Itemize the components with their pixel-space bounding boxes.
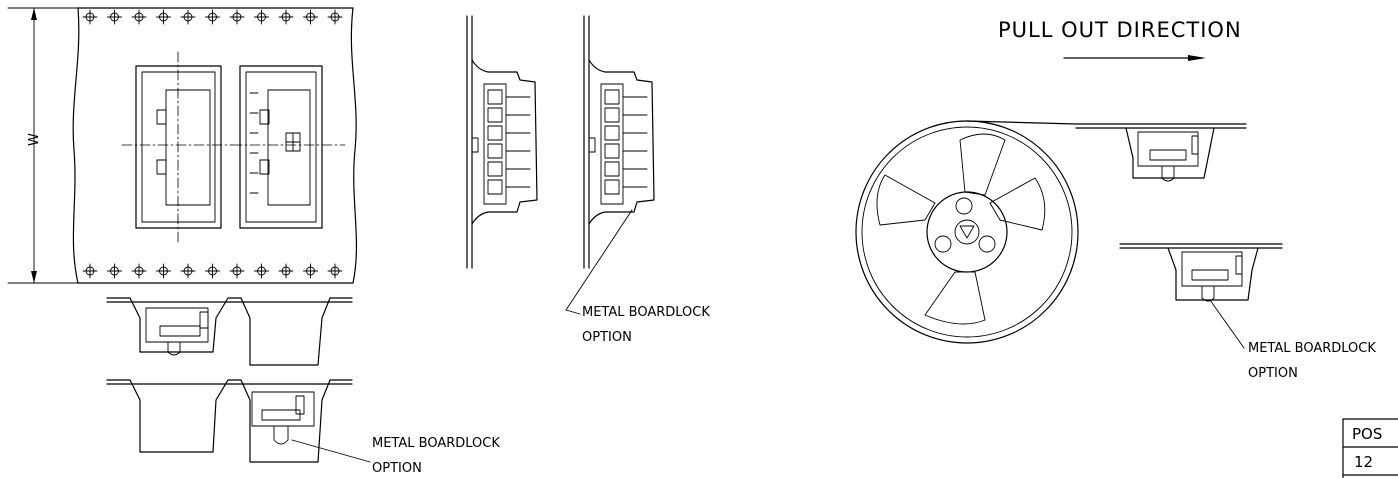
reel-tape-section-2 bbox=[1119, 243, 1283, 349]
boardlock-label-3-line1: METAL BOARDLOCK bbox=[1248, 341, 1376, 356]
reel-tape-section-1 bbox=[1075, 123, 1247, 182]
sprocket-hole bbox=[278, 9, 294, 25]
sprocket-hole bbox=[229, 263, 245, 279]
sprocket-hole bbox=[180, 9, 196, 25]
boardlock-label-2-line2: OPTION bbox=[582, 330, 632, 345]
boardlock-label-1-line2: OPTION bbox=[372, 461, 422, 476]
sprocket-hole bbox=[131, 263, 147, 279]
connector-side-view-1 bbox=[466, 15, 538, 269]
carrier-tape-side-section-1 bbox=[106, 297, 353, 366]
pos-table: POS 12 bbox=[1342, 418, 1398, 478]
sprocket-hole bbox=[303, 263, 318, 279]
sprocket-hole bbox=[107, 263, 122, 279]
carrier-tape-plan-view: W bbox=[7, 7, 358, 284]
sprocket-hole bbox=[303, 9, 318, 25]
sprocket-hole bbox=[229, 9, 245, 25]
sprocket-hole bbox=[254, 9, 269, 25]
sprocket-hole bbox=[254, 263, 269, 279]
dimension-w-label: W bbox=[27, 133, 42, 146]
reel bbox=[855, 120, 1079, 344]
sprocket-hole bbox=[156, 9, 171, 25]
pull-out-direction-arrow bbox=[1063, 55, 1206, 61]
sprocket-hole bbox=[205, 263, 220, 279]
pull-out-direction-label: PULL OUT DIRECTION bbox=[998, 18, 1242, 42]
sprocket-hole bbox=[156, 263, 171, 279]
sprocket-hole bbox=[82, 263, 98, 279]
sprocket-hole bbox=[278, 263, 294, 279]
sprocket-hole bbox=[327, 9, 343, 25]
sprocket-hole bbox=[205, 9, 220, 25]
pos-table-value: 12 bbox=[1354, 453, 1373, 471]
boardlock-label-3-line2: OPTION bbox=[1248, 366, 1298, 381]
carrier-tape-side-section-2 bbox=[106, 379, 371, 463]
boardlock-label-1-line1: METAL BOARDLOCK bbox=[372, 436, 500, 451]
sprocket-hole bbox=[107, 9, 122, 25]
connector-side-view-2 bbox=[565, 15, 655, 315]
boardlock-label-2-line1: METAL BOARDLOCK bbox=[582, 305, 710, 320]
sprocket-hole bbox=[327, 263, 343, 279]
sprocket-holes bbox=[82, 9, 343, 279]
sprocket-hole bbox=[82, 9, 98, 25]
sprocket-hole bbox=[180, 263, 196, 279]
pos-table-header: POS bbox=[1352, 425, 1382, 443]
sprocket-hole bbox=[131, 9, 147, 25]
